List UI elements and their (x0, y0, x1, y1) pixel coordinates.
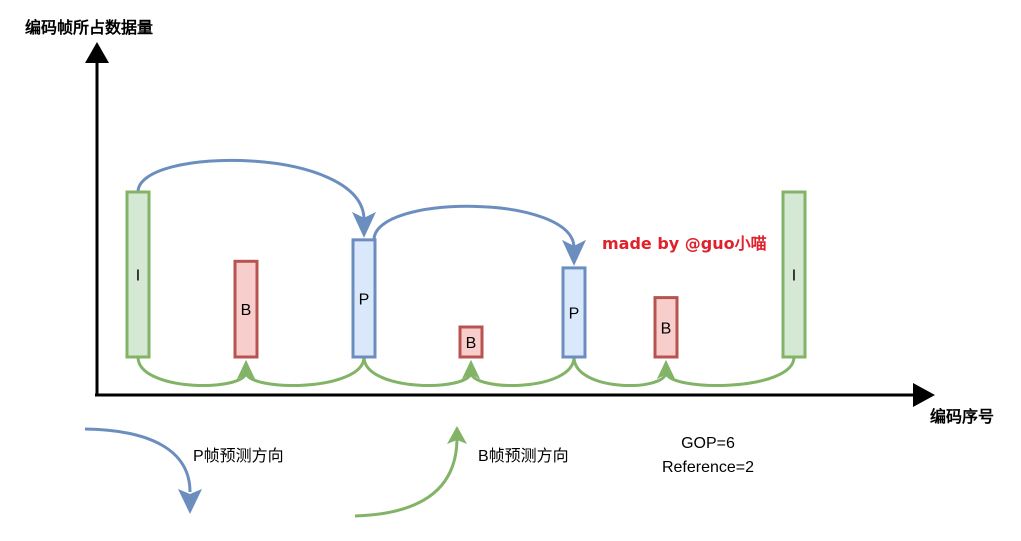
frame-box (653, 296, 679, 359)
p-arrowhead-icon (352, 211, 376, 238)
x-axis-label: 编码序号 (930, 407, 994, 426)
frame-b: B (458, 325, 484, 359)
frame-label: B (466, 335, 477, 352)
b-prediction-arrow (237, 356, 366, 388)
p-prediction-arrows (136, 158, 586, 266)
legend-p-arrow (84, 427, 192, 493)
b-prediction-arrow (462, 356, 576, 387)
b-prediction-arrow (572, 356, 675, 387)
gop-text: GOP=6 (681, 435, 735, 452)
p-prediction-arrow (136, 158, 376, 238)
b-arrowhead-icon (462, 360, 480, 379)
frame-box (351, 238, 377, 359)
b-arrow-path (244, 356, 366, 388)
b-arrowhead-icon (657, 360, 675, 379)
frame-label: B (241, 302, 252, 319)
legend-p-label: P帧预测方向 (193, 447, 284, 465)
legend-b-direction: B帧预测方向 (354, 426, 569, 518)
y-axis-arrowhead-icon (85, 42, 109, 63)
b-prediction-arrows (136, 356, 796, 388)
x-axis-arrowhead-icon (913, 383, 935, 407)
frame-label: I (792, 268, 796, 285)
frame-label: P (359, 291, 370, 308)
frame-b: B (653, 296, 679, 359)
frame-box (233, 259, 259, 359)
frame-p: P (351, 238, 377, 359)
credit-text: made by @guo小喵 (602, 234, 767, 253)
legend-b-label: B帧预测方向 (478, 447, 569, 465)
b-arrowhead-icon (237, 360, 255, 379)
frame-box (458, 325, 484, 359)
x-axis (95, 383, 935, 407)
b-arrow-path (362, 356, 473, 387)
b-prediction-arrow (657, 356, 796, 388)
frame-b: B (233, 259, 259, 359)
p-arrowhead-icon (562, 239, 586, 266)
b-prediction-arrow (362, 356, 480, 387)
p-arrow-path (372, 204, 576, 249)
b-arrow-path (469, 356, 576, 387)
reference-text: Reference=2 (662, 459, 754, 476)
y-axis (85, 42, 109, 395)
frame-i: I (125, 190, 151, 359)
y-axis-label: 编码帧所占数据量 (25, 18, 153, 37)
b-arrow-path (664, 356, 796, 388)
legend-p-direction: P帧预测方向 (84, 427, 284, 514)
b-prediction-arrow (136, 356, 255, 387)
b-arrow-path (572, 356, 668, 387)
legend-b-arrowhead-icon (447, 426, 467, 444)
frame-i: I (781, 190, 807, 359)
p-arrow-path (136, 158, 366, 220)
b-arrow-path (136, 356, 248, 387)
frame-p: P (561, 266, 587, 359)
frames: I B P B P B I (125, 190, 807, 359)
p-prediction-arrow (372, 204, 586, 266)
frame-box (561, 266, 587, 359)
frame-label: I (136, 268, 140, 285)
legend-b-arrow (354, 439, 459, 518)
frame-label: P (569, 305, 580, 322)
frame-box (781, 190, 807, 359)
frame-box (125, 190, 151, 359)
legend-p-arrowhead-icon (178, 489, 202, 514)
frame-label: B (661, 320, 672, 337)
